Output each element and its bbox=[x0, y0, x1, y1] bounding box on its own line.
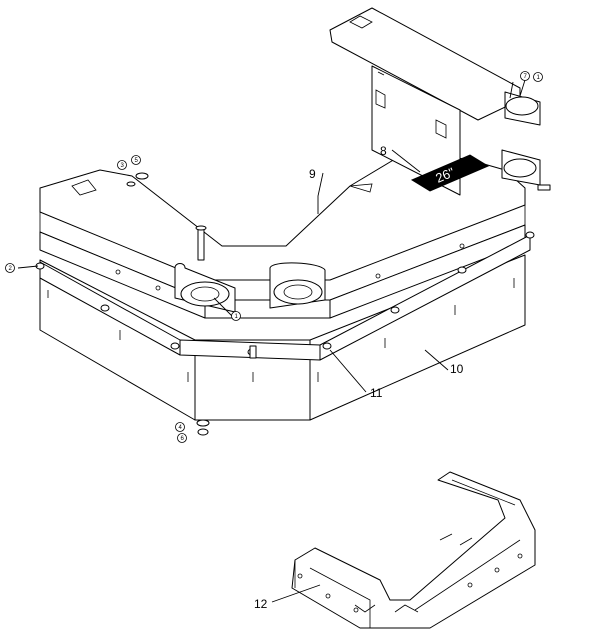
roller-assembly-rear-upper bbox=[504, 91, 541, 126]
small-callout-c4: 4 bbox=[179, 425, 183, 431]
decal-text: 26" bbox=[433, 164, 457, 185]
small-callout-c6: 6 bbox=[181, 436, 185, 442]
small-callout-c8: 1 bbox=[235, 314, 239, 320]
hardware bbox=[126, 172, 551, 436]
callout-labels: 8 9 10 11 12 bbox=[254, 144, 464, 611]
roller-assembly-right bbox=[269, 262, 326, 309]
small-callout-c5: 5 bbox=[135, 158, 139, 164]
lower-frame-assembly bbox=[291, 471, 536, 629]
callout-9: 9 bbox=[309, 167, 316, 181]
roller-assembly-rear-lower bbox=[501, 149, 541, 186]
middle-band bbox=[35, 231, 535, 361]
decal-plate: 26" bbox=[410, 154, 490, 192]
callout-12: 12 bbox=[254, 597, 268, 611]
lower-skirt bbox=[39, 254, 526, 421]
small-callouts: 1 2 3 4 5 6 7 1 1 bbox=[5, 71, 543, 443]
small-callout-c7: 7 bbox=[524, 74, 528, 80]
callout-11: 11 bbox=[370, 386, 383, 400]
small-callout-c1: 1 bbox=[537, 75, 541, 81]
leader-lines bbox=[17, 79, 526, 603]
roller-assembly-left bbox=[174, 263, 236, 313]
rear-bracket bbox=[371, 65, 461, 196]
callout-8: 8 bbox=[380, 144, 387, 158]
callout-10: 10 bbox=[450, 362, 464, 376]
small-callout-c3: 3 bbox=[121, 163, 125, 169]
small-callout-c2: 2 bbox=[9, 266, 13, 272]
